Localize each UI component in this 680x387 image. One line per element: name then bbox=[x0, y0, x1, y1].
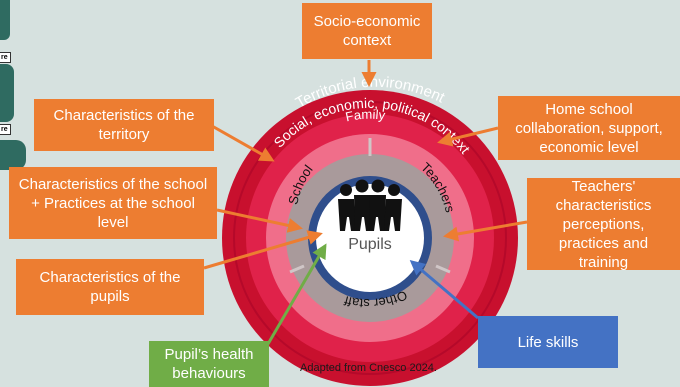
map-label: re bbox=[0, 124, 11, 135]
ring-divider bbox=[289, 264, 305, 274]
pupils-label: Pupils bbox=[348, 236, 392, 253]
map-fragment bbox=[0, 140, 26, 170]
arrow-pupils-chars bbox=[203, 230, 323, 270]
ring-divider bbox=[435, 264, 451, 274]
territory-characteristics-box: Characteristics of the territory bbox=[34, 99, 214, 151]
pupils-group-icon bbox=[338, 179, 402, 231]
school-level-box: Characteristics of the school + Practice… bbox=[9, 167, 217, 239]
arrow-territory bbox=[211, 124, 275, 162]
teachers-characteristics-box: Teachers' characteristics perceptions, p… bbox=[527, 178, 680, 271]
life-skills-box: Life skills bbox=[478, 316, 618, 368]
pupils-characteristics-box: Characteristics of the pupils bbox=[16, 259, 204, 315]
arrow-life-skills bbox=[409, 260, 479, 320]
home-school-box: Home school collaboration, support, econ… bbox=[498, 96, 680, 160]
health-behaviours-box: Pupil’s health behaviours bbox=[149, 341, 269, 387]
ring-label-family: Family bbox=[344, 107, 387, 125]
ring-separator bbox=[233, 101, 507, 375]
socio-economic-context-box: Socio-economic context bbox=[302, 3, 432, 59]
credit-text: Adapted from Cnesco 2024. bbox=[300, 362, 437, 374]
arrow-home-school bbox=[437, 126, 499, 147]
map-fragment bbox=[0, 0, 10, 40]
map-label: re bbox=[0, 52, 11, 63]
arrow-teachers bbox=[443, 220, 528, 242]
arrow-school-level bbox=[216, 208, 303, 233]
map-fragment bbox=[0, 64, 14, 122]
arrow-health bbox=[266, 243, 327, 345]
